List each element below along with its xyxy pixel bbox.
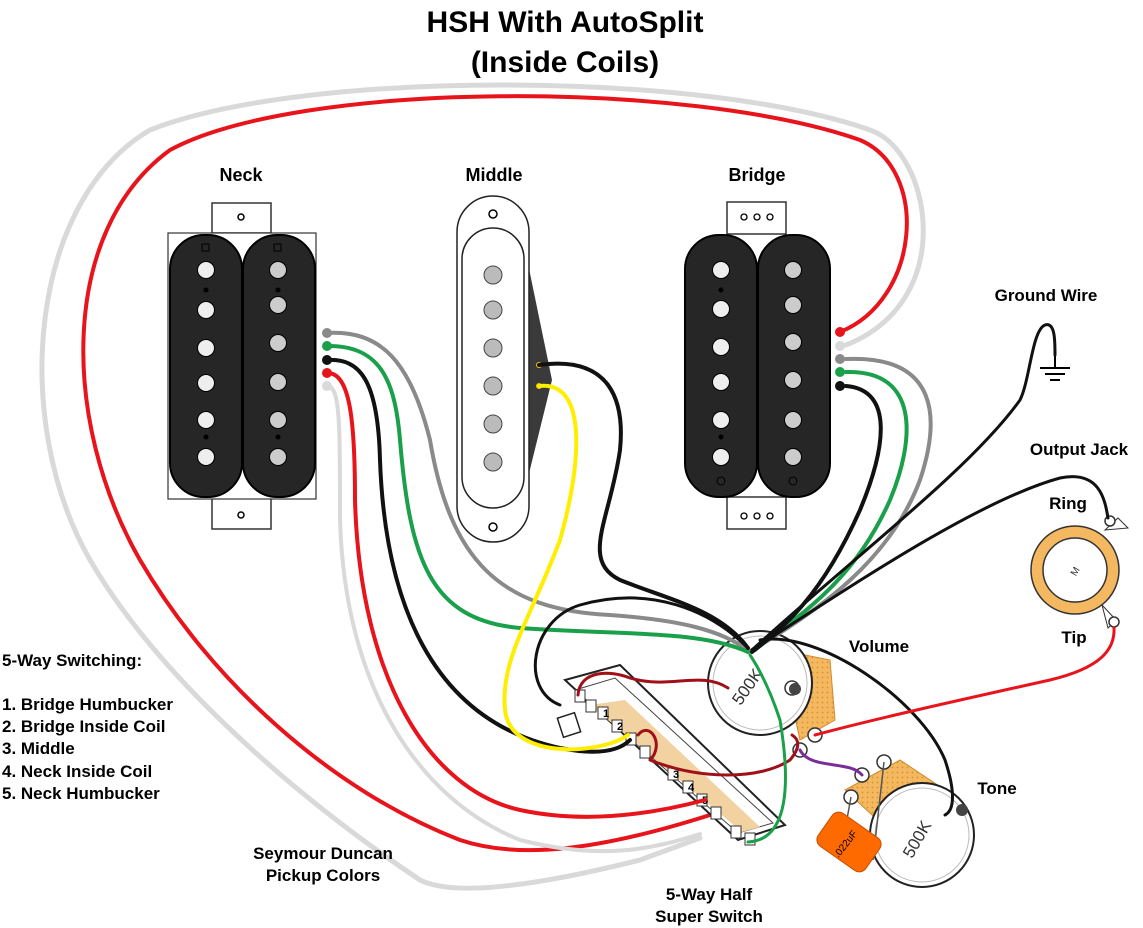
volume-pot: 500K — [707, 630, 836, 758]
wire-neck-green — [325, 343, 750, 654]
title-line-2: (Inside Coils) — [471, 46, 659, 79]
wire-bridge-green — [753, 369, 909, 652]
switching-position-3: 3. Middle — [2, 739, 75, 758]
bridge-pickup — [684, 201, 831, 530]
neck-pickup — [167, 202, 317, 530]
output-jack: M — [1030, 515, 1130, 629]
switch-number-4: 4 — [688, 782, 695, 794]
label-ring: Ring — [1049, 494, 1087, 513]
switch-number-3: 3 — [673, 769, 679, 781]
wire-neck-gray — [325, 330, 750, 652]
wire-red-loop — [81, 94, 909, 853]
label-volume: Volume — [849, 637, 909, 656]
pickup-label-middle: Middle — [466, 165, 523, 185]
wires — [325, 323, 1116, 854]
switch-number-2: 2 — [617, 721, 623, 733]
wire-switch-black — [533, 596, 750, 707]
wire-switch-darkred — [576, 671, 800, 777]
switching-position-2: 2. Bridge Inside Coil — [2, 717, 165, 736]
wire-volume-tone-black — [758, 637, 954, 817]
wire-switch-green — [746, 653, 787, 844]
label-ground-wire: Ground Wire — [995, 286, 1098, 305]
pickup-label-bridge: Bridge — [728, 165, 785, 185]
middle-pickup — [456, 195, 552, 543]
label-colors-line-1: Seymour Duncan — [253, 844, 393, 863]
wire-purple — [798, 748, 864, 777]
label-switch-line-1: 5-Way Half — [666, 885, 753, 904]
wire-middle-black — [537, 361, 750, 650]
switching-position-1: 1. Bridge Humbucker — [2, 695, 173, 714]
five-way-switch: 1 2 3 4 5 — [556, 663, 787, 846]
label-output-jack: Output Jack — [1030, 440, 1129, 459]
wire-middle-yellow — [502, 383, 630, 752]
wire-neck-white — [325, 384, 702, 854]
wire-bridge-black — [750, 384, 883, 654]
long-wires — [39, 82, 926, 891]
switch-number-1: 1 — [603, 708, 609, 720]
label-switch-line-2: Super Switch — [655, 907, 763, 926]
pickup-label-neck: Neck — [219, 165, 263, 185]
tone-pot: 500K — [843, 754, 975, 888]
switching-position-4: 4. Neck Inside Coil — [2, 762, 152, 781]
label-tone: Tone — [977, 779, 1016, 798]
wire-white-loop — [39, 82, 926, 891]
neck-lead-dots — [322, 328, 332, 391]
wire-neck-red — [325, 370, 707, 819]
bridge-lead-dots — [835, 327, 845, 391]
wire-jack-ring — [750, 475, 1110, 652]
wire-ground — [750, 323, 1057, 652]
ground-symbol — [1040, 355, 1070, 381]
label-colors-line-2: Pickup Colors — [266, 866, 380, 885]
tone-capacitor: .022uF — [816, 761, 885, 873]
label-tip: Tip — [1061, 628, 1086, 647]
title-line-1: HSH With AutoSplit — [427, 6, 704, 39]
switching-position-5: 5. Neck Humbucker — [2, 784, 160, 803]
switching-heading: 5-Way Switching: — [2, 651, 142, 670]
wire-jack-tip — [813, 626, 1116, 737]
wire-neck-black — [325, 357, 632, 754]
